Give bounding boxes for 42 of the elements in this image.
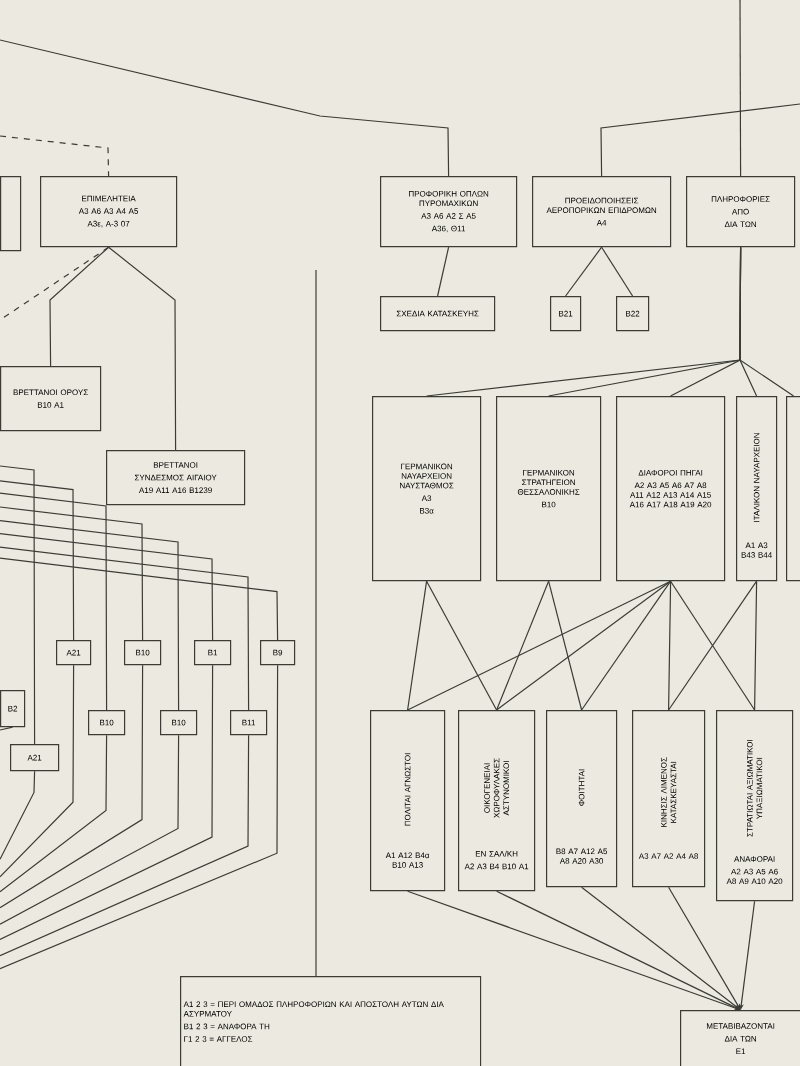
connector-line — [739, 246, 795, 397]
connector-line — [565, 246, 603, 297]
connector-line — [0, 492, 108, 711]
connector-line — [0, 557, 279, 641]
connector-line — [0, 664, 214, 940]
connector-line — [0, 465, 36, 745]
connector-line — [496, 580, 672, 711]
connector-line — [581, 580, 672, 711]
connector-line — [0, 726, 14, 731]
partial-box — [786, 396, 800, 582]
connector-line — [0, 734, 250, 957]
connector-line — [0, 664, 75, 878]
connector-line — [0, 533, 214, 641]
arrow — [668, 886, 741, 1010]
arrow — [581, 886, 741, 1010]
connector-line — [426, 580, 498, 711]
connector-line — [601, 246, 634, 297]
connector-line — [0, 135, 110, 177]
connector-line — [49, 246, 110, 367]
connector-line — [0, 664, 144, 909]
connector-line — [437, 246, 450, 297]
connector-line — [754, 580, 758, 711]
connector-line — [0, 664, 279, 970]
partial-box — [0, 176, 22, 252]
connector-line — [0, 480, 75, 641]
connector-line — [108, 246, 177, 451]
connector-line — [0, 246, 110, 321]
connector-line — [548, 580, 583, 711]
connector-line — [407, 580, 672, 711]
connector-line — [0, 520, 180, 711]
connector-line — [496, 580, 550, 711]
connector-line — [0, 770, 36, 860]
connector-line — [0, 506, 144, 641]
connector-line — [0, 546, 250, 711]
connector-line — [0, 734, 108, 893]
connector-line — [0, 39, 450, 177]
connector-line — [315, 269, 317, 977]
connector-line — [739, 0, 742, 177]
connector-line — [407, 580, 428, 711]
connector-line — [600, 103, 800, 177]
connector-line — [0, 734, 180, 925]
connector-line — [668, 580, 672, 711]
